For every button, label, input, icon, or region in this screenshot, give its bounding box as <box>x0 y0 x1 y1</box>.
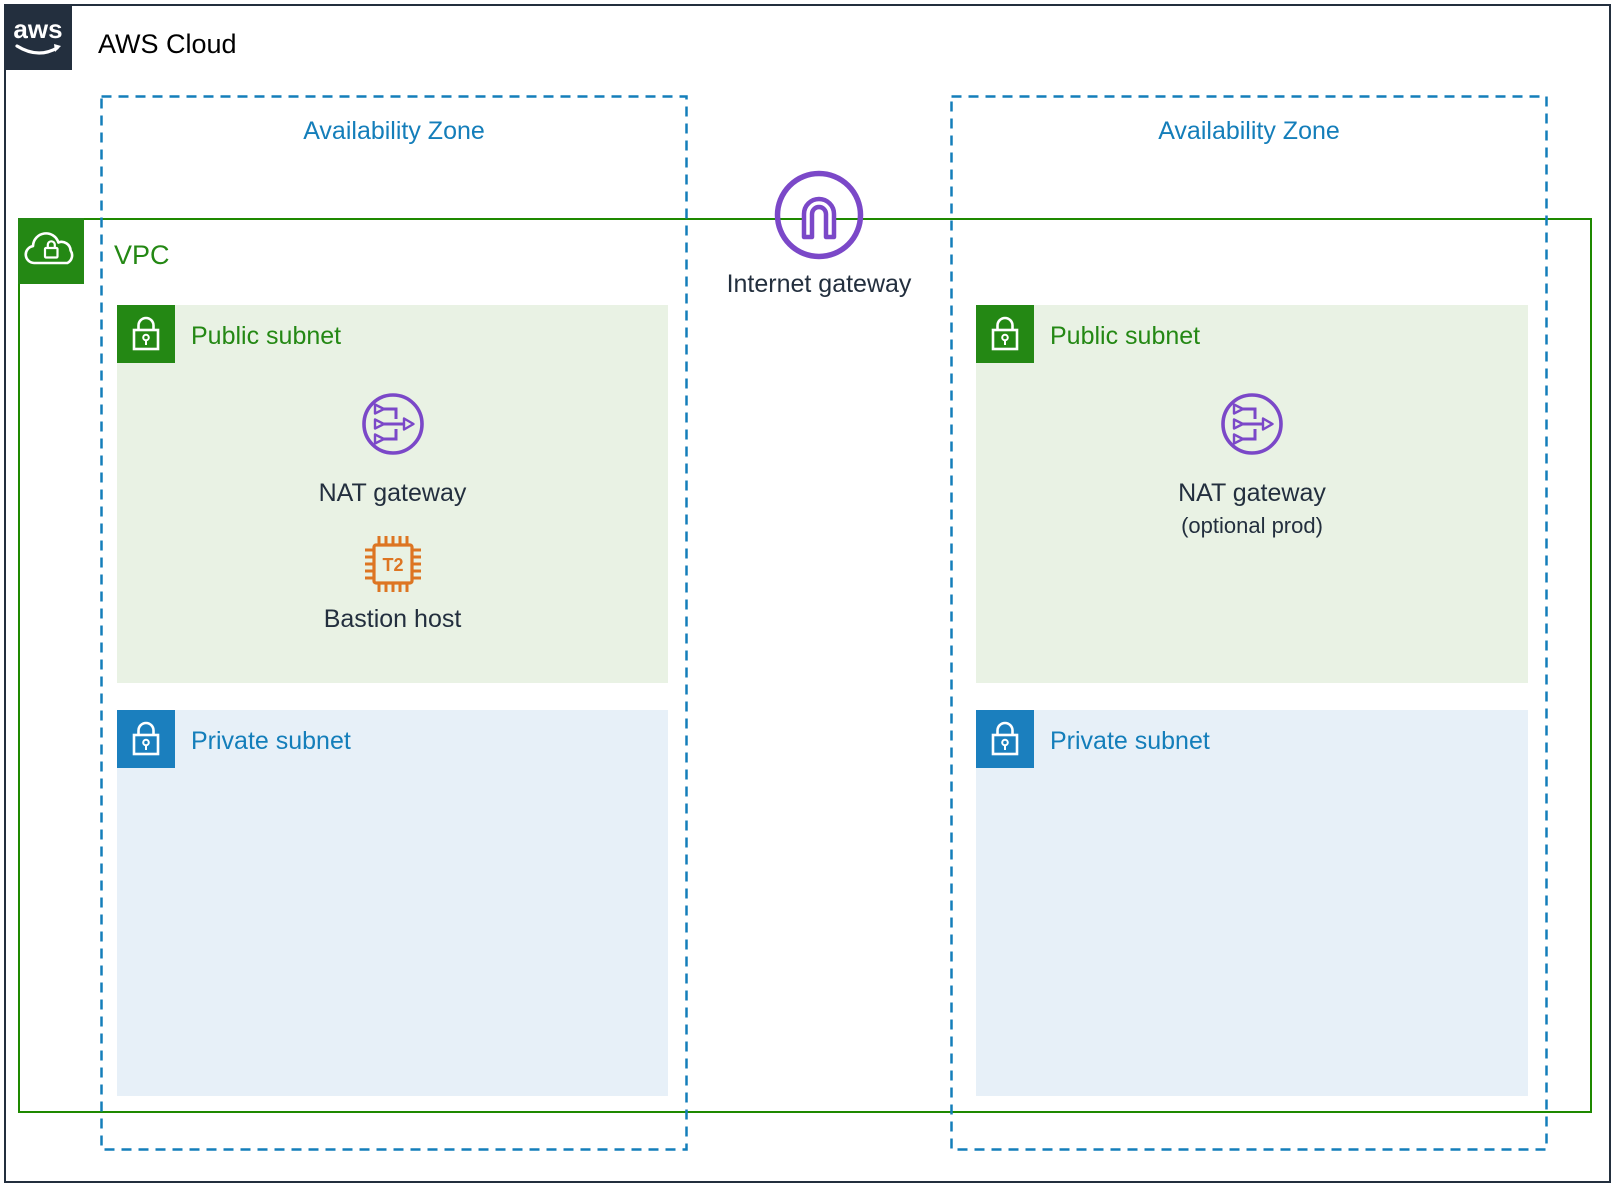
nat-gateway-label: NAT gateway <box>1178 479 1326 507</box>
bastion-chip-text: T2 <box>382 555 403 575</box>
nat-gateway-sublabel: (optional prod) <box>1181 513 1323 538</box>
vpc-icon <box>18 218 84 284</box>
aws-logo-icon: aws <box>4 4 72 70</box>
private-subnet-left: Private subnet <box>117 710 668 1096</box>
public-subnet-left-label: Public subnet <box>191 322 342 350</box>
availability-zone-right: Availability Zone <box>950 95 1548 1151</box>
aws-logo-text: aws <box>13 14 62 44</box>
private-subnet-lock-icon <box>117 710 175 768</box>
availability-zone-right-label: Availability Zone <box>1158 117 1340 145</box>
availability-zone-left-label: Availability Zone <box>303 117 485 145</box>
availability-zone-right-border <box>950 95 1548 1151</box>
internet-gateway-icon <box>773 169 865 261</box>
private-subnet-right: Private subnet <box>976 710 1528 1096</box>
private-subnet-lock-icon <box>976 710 1034 768</box>
private-subnet-right-label: Private subnet <box>1050 727 1210 755</box>
bastion-host-label: Bastion host <box>323 605 462 633</box>
internet-gateway-label: Internet gateway <box>726 270 912 298</box>
public-subnet-right: Public subnet NAT gateway (optional prod… <box>976 305 1528 683</box>
public-subnet-right-label: Public subnet <box>1050 322 1201 350</box>
nat-gateway-icon <box>360 391 426 457</box>
public-subnet-lock-icon <box>976 305 1034 363</box>
page-title: AWS Cloud <box>98 29 237 59</box>
nat-gateway-icon <box>1219 391 1285 457</box>
private-subnet-left-label: Private subnet <box>191 727 351 755</box>
public-subnet-left: Public subnet NAT gateway <box>117 305 668 683</box>
vpc-label: VPC <box>114 240 170 270</box>
availability-zone-left-border <box>100 95 688 1151</box>
nat-gateway-label: NAT gateway <box>318 479 467 507</box>
aws-cloud-frame <box>4 4 1611 1183</box>
public-subnet-lock-icon <box>117 305 175 363</box>
availability-zone-left: Availability Zone <box>100 95 688 1151</box>
bastion-host-icon: T2 <box>360 531 426 597</box>
